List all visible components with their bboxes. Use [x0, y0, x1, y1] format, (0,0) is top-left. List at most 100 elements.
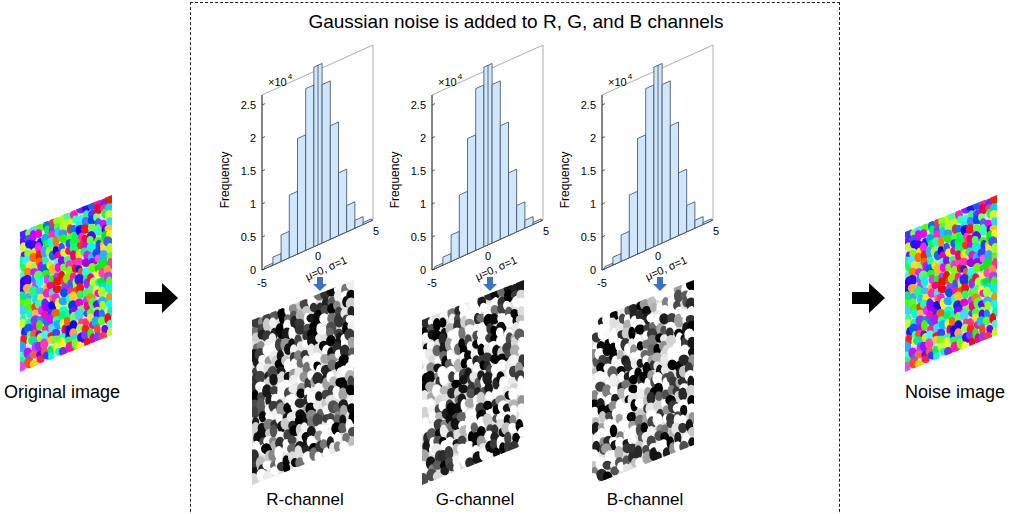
histogram-bar	[525, 217, 533, 229]
blob	[105, 284, 114, 293]
blob	[105, 193, 115, 204]
blob	[609, 374, 617, 386]
blob	[36, 320, 43, 331]
histogram-bar	[679, 169, 687, 235]
tick	[602, 170, 605, 171]
blob	[655, 391, 662, 401]
blob	[485, 391, 492, 401]
blob	[688, 437, 696, 447]
axis-tick: 0	[250, 264, 256, 277]
blob	[288, 436, 297, 445]
blob	[439, 318, 446, 328]
plot-box	[602, 45, 713, 270]
blob	[641, 422, 648, 433]
channel-image	[902, 193, 1000, 373]
blob	[76, 341, 83, 351]
axis-tick: 0.5	[411, 231, 426, 244]
blob	[678, 387, 687, 400]
blob	[921, 320, 928, 331]
blob	[269, 318, 276, 328]
blob	[962, 290, 969, 298]
blob	[508, 387, 517, 400]
histogram-bar	[654, 63, 662, 246]
blob	[518, 427, 527, 437]
histogram-bar	[517, 202, 525, 232]
axis-title: Frequency	[389, 152, 403, 209]
blob	[107, 320, 115, 328]
histogram-bar	[355, 217, 363, 229]
blob	[425, 371, 435, 383]
blob	[301, 422, 308, 433]
blob	[98, 287, 106, 298]
blob	[458, 436, 467, 445]
histogram-bar	[605, 263, 613, 269]
image-ground	[20, 195, 112, 372]
histogram-bar	[347, 202, 355, 232]
blob	[346, 385, 356, 396]
blob	[510, 405, 517, 416]
blob	[908, 275, 917, 285]
channel-image	[248, 277, 357, 485]
blob	[984, 301, 991, 311]
histogram-bar	[298, 135, 306, 254]
axis-tick: 1.5	[241, 165, 256, 178]
axis-tick: 5	[543, 225, 549, 238]
histogram-bar	[662, 81, 670, 243]
blob	[439, 374, 447, 386]
blob	[64, 317, 71, 326]
blob	[949, 317, 956, 326]
axis-exponent: 4	[628, 72, 632, 81]
axis-tick: 1	[420, 198, 426, 211]
blob	[313, 401, 323, 410]
axis-tick: 1	[250, 198, 256, 211]
blob	[518, 437, 526, 447]
blob	[990, 284, 999, 293]
tick	[262, 104, 265, 105]
histogram-bar	[670, 122, 678, 239]
histogram-bar	[646, 85, 654, 250]
blob	[969, 338, 976, 348]
tick	[602, 104, 605, 105]
blob	[348, 337, 357, 349]
histogram-bar	[638, 135, 646, 254]
blob	[453, 463, 460, 473]
mean-line	[318, 65, 319, 245]
axis-tick: 0.5	[581, 231, 596, 244]
group-title: Gaussian noise is added to R, G, and B c…	[308, 11, 723, 33]
tick	[602, 236, 605, 237]
axis-tick: 2	[420, 132, 426, 145]
channel-caption: R-channel	[266, 490, 344, 510]
mean-line	[488, 65, 489, 245]
blob	[688, 337, 697, 349]
blob	[992, 328, 999, 337]
blob	[654, 451, 661, 463]
histogram-bar	[459, 191, 467, 257]
histogram-bar	[613, 253, 621, 265]
axis-tick: 1.5	[411, 165, 426, 178]
histogram	[262, 45, 373, 291]
axis-tick: 0	[420, 264, 426, 277]
axis-multiplier: ×10	[438, 76, 457, 89]
image-caption: Original image	[4, 382, 120, 403]
histogram-bar	[533, 219, 541, 225]
arrow-right	[852, 283, 885, 313]
blob	[483, 401, 493, 410]
histogram-bar	[468, 135, 476, 254]
axis-tick: 0	[315, 250, 321, 263]
blob	[915, 360, 924, 369]
blob	[36, 277, 44, 287]
histogram-bar	[435, 263, 443, 269]
blob	[609, 318, 616, 328]
image-ground	[592, 280, 694, 485]
axis-title: Frequency	[559, 152, 573, 209]
arrow-right	[145, 283, 178, 313]
blob	[348, 437, 356, 447]
blob	[983, 287, 991, 298]
blob	[943, 337, 950, 349]
histogram-bar	[695, 217, 703, 229]
blob	[623, 463, 630, 473]
tick	[432, 170, 435, 171]
blob	[653, 401, 663, 410]
axis-tick: 2.5	[581, 99, 596, 112]
blob	[961, 341, 968, 351]
